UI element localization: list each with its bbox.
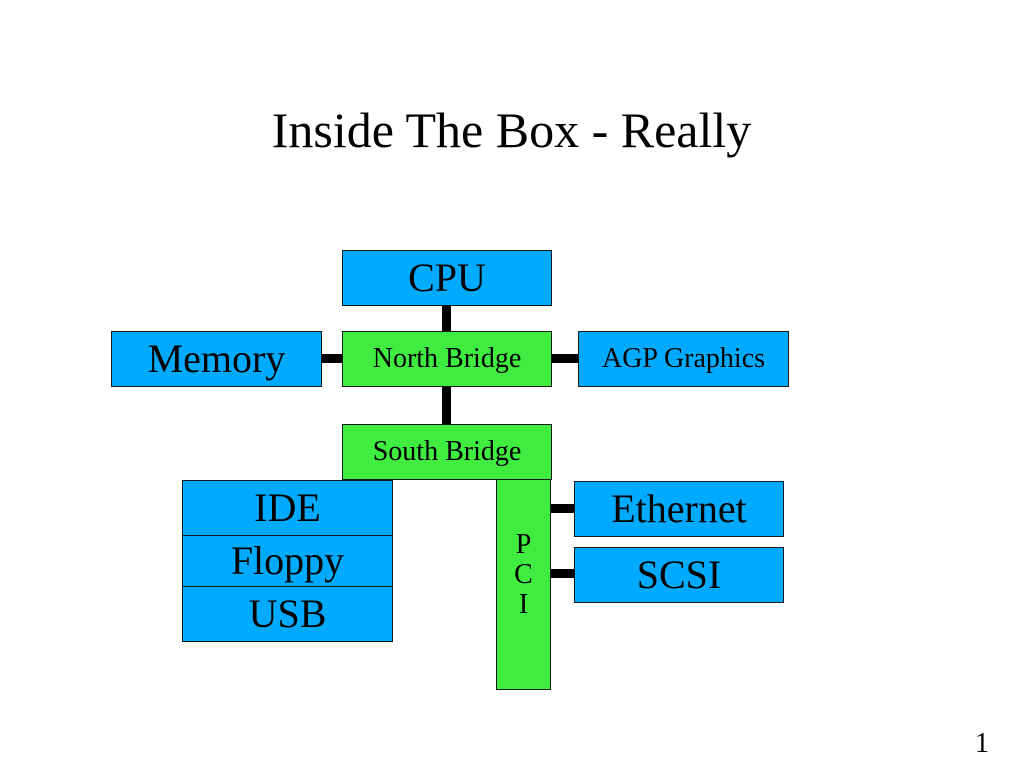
north-bridge-label: North Bridge — [372, 343, 522, 374]
south-bridge-label: South Bridge — [372, 436, 522, 467]
connector-north-south-bridge — [442, 386, 451, 424]
cpu-box: CPU — [342, 250, 552, 306]
ethernet-label: Ethernet — [611, 486, 747, 531]
ide-label: IDE — [254, 485, 321, 530]
pci-bus-box: P C I — [496, 479, 551, 690]
memory-box: Memory — [111, 331, 322, 387]
memory-label: Memory — [147, 336, 286, 381]
pci-letter: I — [518, 589, 529, 620]
pci-label: P C I — [514, 530, 533, 620]
pci-letter: P — [515, 529, 532, 560]
usb-box: USB — [182, 586, 393, 642]
floppy-box: Floppy — [182, 535, 393, 587]
pci-letter: C — [514, 559, 533, 590]
connector-north-bridge-agp — [551, 354, 579, 363]
ide-box: IDE — [182, 480, 393, 536]
north-bridge-box: North Bridge — [342, 331, 552, 387]
connector-pci-ethernet — [550, 504, 575, 513]
agp-graphics-label: AGP Graphics — [601, 343, 766, 374]
floppy-label: Floppy — [230, 538, 345, 583]
page-number: 1 — [975, 728, 989, 759]
agp-graphics-box: AGP Graphics — [578, 331, 789, 387]
scsi-label: SCSI — [636, 552, 722, 597]
cpu-label: CPU — [408, 255, 486, 300]
connector-pci-scsi — [550, 569, 575, 578]
connector-memory-north-bridge — [321, 354, 344, 363]
ethernet-box: Ethernet — [574, 481, 784, 537]
connector-cpu-north-bridge — [442, 304, 451, 332]
usb-label: USB — [248, 591, 327, 636]
slide-title: Inside The Box - Really — [271, 102, 752, 158]
south-bridge-box: South Bridge — [342, 424, 552, 480]
scsi-box: SCSI — [574, 547, 784, 603]
